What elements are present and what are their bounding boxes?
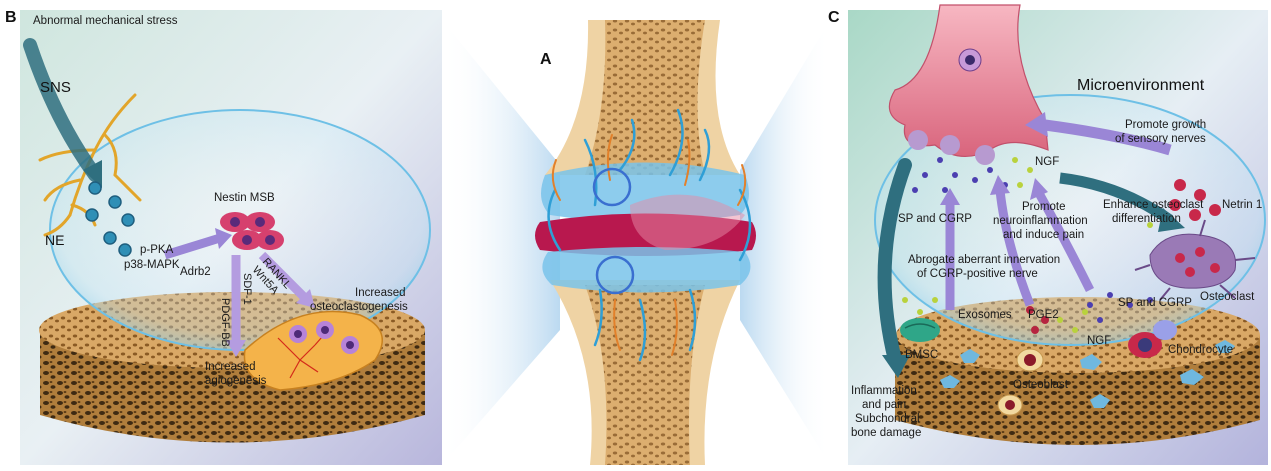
label-sdf-1: SDF-1 — [241, 273, 253, 305]
label-nestin-msb: Nestin MSB — [214, 192, 275, 204]
label-abnormal-stress: Abnormal mechanical stress — [33, 15, 178, 27]
label-p-pka: p-PKA — [140, 244, 174, 256]
label-pdgf-bb: PDGF-BB — [219, 298, 231, 347]
label-adrb2: Adrb2 — [180, 266, 211, 278]
label-ne: NE — [45, 232, 64, 248]
label-promote-growth-2: of sensory nerves — [1115, 133, 1206, 145]
label-promote-growth-1: Promote growth — [1125, 119, 1206, 131]
label-ngf-top: NGF — [1035, 156, 1059, 168]
label-increased-osteo-2: osteoclastogenesis — [310, 301, 408, 313]
label-neuro-2: neuroinflammation — [993, 215, 1088, 227]
label-inflam-1: Inflammation — [851, 385, 917, 397]
label-abrogate-1: Abrogate aberrant innervation — [908, 254, 1060, 266]
label-inflam-4: bone damage — [851, 427, 921, 439]
label-netrin: Netrin 1 — [1222, 199, 1262, 211]
label-sp-cgrp-left: SP and CGRP — [898, 213, 972, 225]
label-increased-osteo-1: Increased — [355, 287, 406, 299]
label-enhance-2: differentiation — [1112, 213, 1181, 225]
label-enhance-1: Enhance osteoclast — [1103, 199, 1204, 211]
label-pge2: PGE2 — [1028, 309, 1059, 321]
knee-joint — [535, 20, 756, 465]
panel-letter-b: B — [5, 9, 17, 26]
label-increased-angio-1: Increased — [205, 361, 256, 373]
label-neuro-1: Promote — [1022, 201, 1065, 213]
label-increased-angio-2: agiogenesis — [205, 375, 267, 387]
label-sp-cgrp-right: SP and CGRP — [1118, 297, 1192, 309]
label-osteoblast: Osteoblast — [1013, 379, 1069, 391]
label-abrogate-2: of CGRP-positive nerve — [917, 268, 1038, 280]
label-chondrocyte: Chondrocyte — [1168, 344, 1233, 356]
panel-letter-a: A — [540, 51, 552, 68]
label-osteoclast: Osteoclast — [1200, 291, 1255, 303]
panel-b: B Abnormal mechanical stress SNS NE p-PK… — [5, 9, 442, 465]
panel-a: A — [442, 20, 830, 465]
label-inflam-2: and pain — [862, 399, 906, 411]
label-ngf-bottom: NGF — [1087, 335, 1111, 347]
bmsc-cell — [900, 318, 940, 342]
label-microenvironment: Microenvironment — [1077, 77, 1205, 94]
label-sns: SNS — [40, 79, 71, 96]
label-bmsc: BMSC — [905, 349, 938, 361]
panel-c: C Microenvironment Promote growth of sen… — [828, 5, 1268, 465]
label-inflam-3: Subchondral — [855, 413, 920, 425]
panel-letter-c: C — [828, 9, 840, 26]
label-p38-mapk: p38-MAPK — [124, 259, 180, 271]
label-neuro-3: and induce pain — [1003, 229, 1084, 241]
label-exosomes: Exosomes — [958, 309, 1012, 321]
